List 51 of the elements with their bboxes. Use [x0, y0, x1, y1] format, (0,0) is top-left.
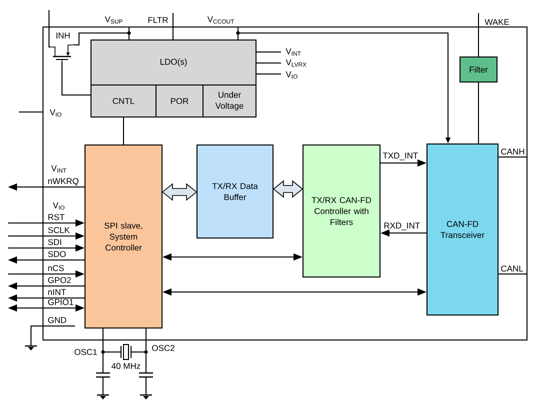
pin-label: WAKE — [484, 19, 510, 25]
sub-block: POR — [156, 84, 204, 118]
pin-label: V$_{INT}$ — [286, 48, 301, 56]
connector-line — [131, 328, 146, 352]
signal-label: TXD_INT — [382, 152, 418, 160]
transistor-symbol — [50, 44, 74, 62]
pin-label: OSC2 — [152, 345, 174, 351]
pin-label: GPIO1 — [48, 299, 74, 306]
connector-line — [72, 26, 130, 46]
pin-label: CANL — [501, 266, 524, 272]
supply-label: V$_{INT}$ — [51, 165, 66, 173]
pin-label: FLTR — [148, 17, 168, 23]
function-block: CAN-FD Transceiver — [426, 144, 498, 316]
connector-line — [478, 12, 479, 57]
pin-label: V$_{IO}$ — [50, 109, 62, 117]
pin-label: OSC1 — [74, 349, 97, 355]
chip-outline — [42, 26, 528, 340]
pin-label: nCS — [48, 265, 64, 272]
connector-line — [256, 62, 282, 64]
connector-line — [123, 117, 124, 145]
connector-line — [172, 12, 174, 40]
pin-label: V$_{IO}$ — [286, 71, 298, 79]
signal-label: RXD_INT — [384, 222, 420, 230]
pin-label: nWKRQ — [48, 178, 78, 186]
connector-line — [498, 156, 528, 158]
pin-label: RST — [48, 214, 64, 220]
function-block: Filter — [460, 56, 498, 82]
pin-label: CANH — [501, 148, 524, 155]
frequency-label: 40 MHz — [112, 363, 140, 369]
connector-line — [62, 60, 91, 96]
pin-label: SCLK — [48, 227, 70, 234]
pin-label: INH — [56, 32, 70, 38]
function-block: TX/RX Data Buffer — [196, 144, 274, 238]
connector-line — [102, 328, 121, 352]
pin-label: SDI — [48, 239, 62, 246]
pin-label: SDO — [48, 251, 66, 258]
sub-block: Under Voltage — [202, 84, 256, 118]
pin-label: V$_{SUP}$ — [104, 16, 122, 24]
function-block: SPI slave, System Controller — [84, 144, 162, 328]
function-block: TX/RX CAN-FD Controller with Filters — [302, 144, 380, 278]
supply-label: V$_{IO}$ — [52, 202, 64, 210]
pin-label: V$_{CCOUT}$ — [207, 16, 234, 24]
sub-block: CNTL — [90, 84, 156, 118]
capacitor-symbol — [139, 372, 153, 396]
pin-label: V$_{LVRX}$ — [286, 59, 306, 67]
pin-label: GPO2 — [48, 277, 71, 284]
pin-label: nINT — [48, 289, 66, 295]
capacitor-symbol — [96, 372, 110, 396]
pin-label: GND — [48, 317, 66, 324]
connector-line — [48, 10, 52, 48]
connector-line — [478, 82, 479, 144]
